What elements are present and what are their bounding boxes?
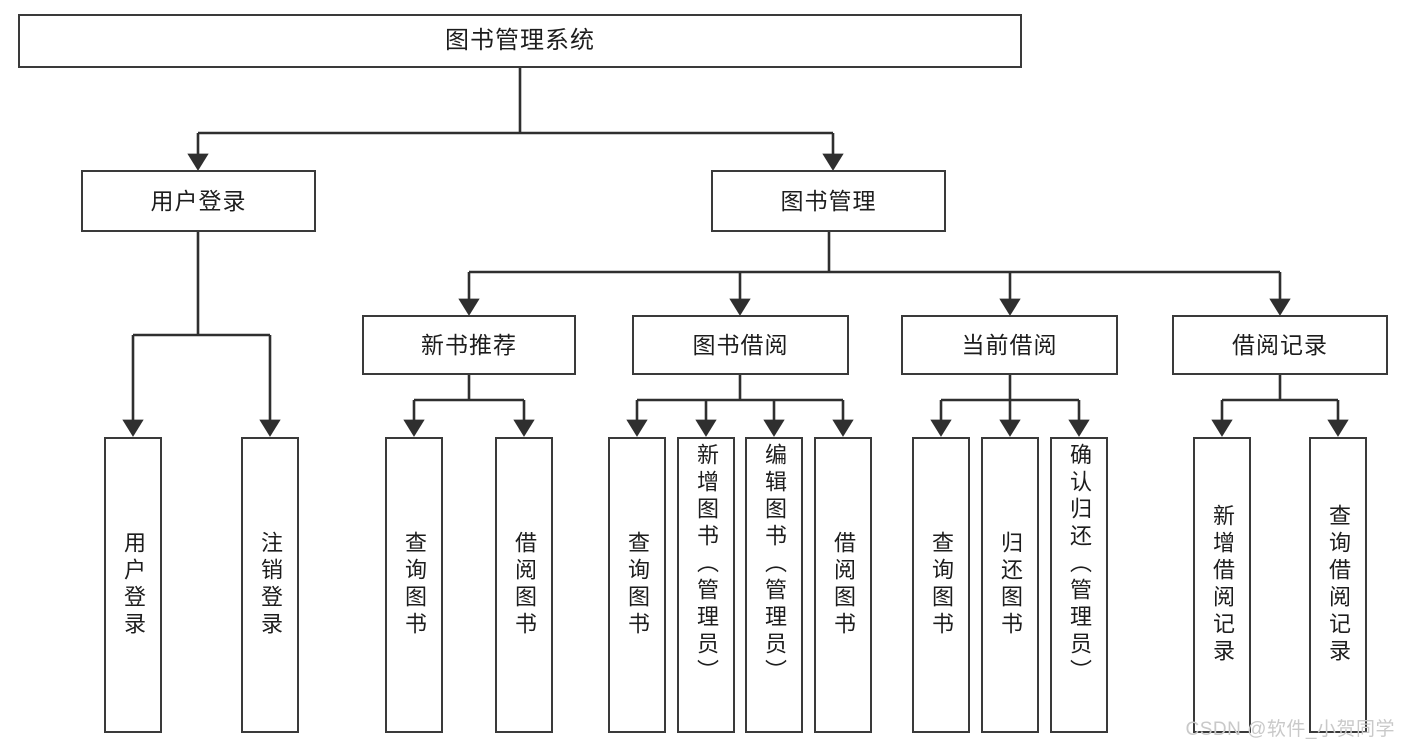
leaf-new-book-borrow-book[interactable]: 借阅图书 [495, 437, 553, 733]
leaf-label: 新增图书（管理员） [694, 443, 719, 686]
leaf-book-borrow-add-book-admin[interactable]: 新增图书（管理员） [677, 437, 735, 733]
leaf-label: 借阅图书 [831, 531, 856, 639]
node-current-borrow[interactable]: 当前借阅 [901, 315, 1118, 375]
node-root-book-management-system[interactable]: 图书管理系统 [18, 14, 1022, 68]
node-label: 用户登录 [150, 187, 247, 214]
node-label: 新书推荐 [421, 331, 517, 358]
node-new-book-recommend[interactable]: 新书推荐 [362, 315, 576, 375]
watermark-csdn: CSDN @软件_小贺同学 [1185, 719, 1395, 740]
leaf-label: 注销登录 [258, 531, 283, 639]
leaf-label: 用户登录 [121, 531, 146, 639]
leaf-current-borrow-query-book[interactable]: 查询图书 [912, 437, 970, 733]
node-label: 图书管理 [780, 187, 877, 214]
leaf-current-borrow-return-book[interactable]: 归还图书 [981, 437, 1039, 733]
node-label: 图书管理系统 [445, 27, 595, 54]
leaf-user-login-logout[interactable]: 注销登录 [241, 437, 299, 733]
leaf-book-borrow-borrow-book[interactable]: 借阅图书 [814, 437, 872, 733]
node-book-borrow[interactable]: 图书借阅 [632, 315, 849, 375]
leaf-label: 查询图书 [625, 531, 650, 639]
node-label: 图书借阅 [692, 331, 789, 358]
leaf-borrow-record-add-record[interactable]: 新增借阅记录 [1193, 437, 1251, 733]
node-label: 借阅记录 [1232, 331, 1328, 358]
node-label: 当前借阅 [961, 331, 1058, 358]
leaf-label: 查询图书 [402, 531, 427, 639]
node-borrow-record[interactable]: 借阅记录 [1172, 315, 1388, 375]
leaf-book-borrow-query-book[interactable]: 查询图书 [608, 437, 666, 733]
leaf-label: 新增借阅记录 [1210, 504, 1235, 666]
leaf-borrow-record-query-record[interactable]: 查询借阅记录 [1309, 437, 1367, 733]
leaf-label: 编辑图书（管理员） [762, 443, 787, 686]
leaf-label: 借阅图书 [512, 531, 537, 639]
node-user-login[interactable]: 用户登录 [81, 170, 316, 232]
leaf-new-book-query-book[interactable]: 查询图书 [385, 437, 443, 733]
leaf-user-login-login[interactable]: 用户登录 [104, 437, 162, 733]
leaf-label: 查询借阅记录 [1326, 504, 1351, 666]
leaf-current-borrow-confirm-return-admin[interactable]: 确认归还（管理员） [1050, 437, 1108, 733]
leaf-book-borrow-edit-book-admin[interactable]: 编辑图书（管理员） [745, 437, 803, 733]
leaf-label: 归还图书 [998, 531, 1023, 639]
leaf-label: 查询图书 [929, 531, 954, 639]
node-book-management[interactable]: 图书管理 [711, 170, 946, 232]
leaf-label: 确认归还（管理员） [1067, 443, 1092, 686]
